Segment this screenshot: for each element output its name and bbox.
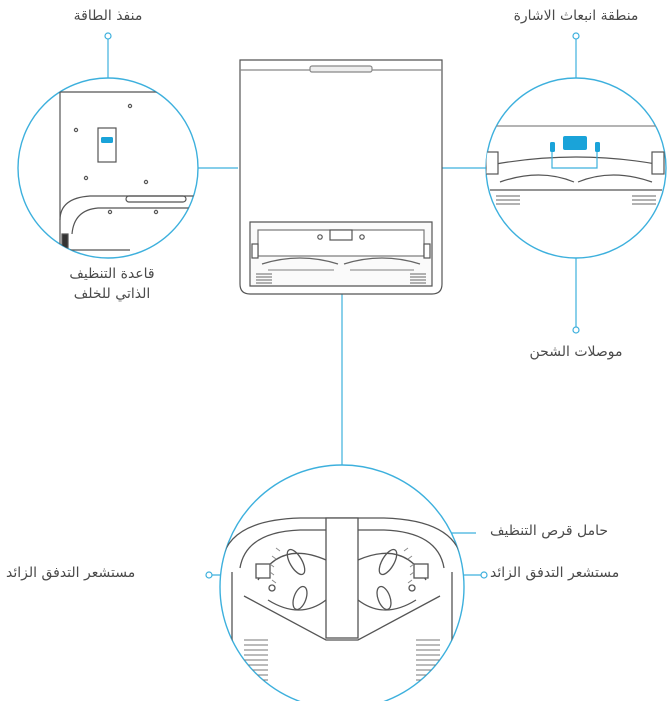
charging-contact-left: [550, 142, 555, 152]
label-self-clean-base-line1: قاعدة التنظيف: [69, 266, 155, 282]
label-charging-contacts: موصلات الشحن: [529, 344, 623, 360]
label-power-port: منفذ الطاقة: [73, 8, 143, 24]
label-overflow-sensor-left: مستشعر التدفق الزائد: [6, 565, 136, 581]
base-station: [239, 59, 443, 295]
magnifier-back: [17, 77, 199, 259]
label-mop-holder: حامل قرص التنظيف: [490, 523, 609, 539]
label-self-clean-base-line2: الذاتي للخلف: [73, 286, 151, 302]
power-port-highlight: [101, 137, 113, 143]
leader-dots: [104, 32, 580, 579]
label-signal-area: منطقة انبعاث الاشارة: [513, 8, 639, 24]
tray-vents: [256, 273, 426, 284]
magnifier-front: [485, 77, 667, 259]
charging-contact-right: [595, 142, 600, 152]
signal-emitter-highlight: [563, 136, 587, 150]
label-overflow-sensor-right: مستشعر التدفق الزائد: [490, 565, 620, 581]
magnifier-mop-holder: [219, 464, 465, 701]
